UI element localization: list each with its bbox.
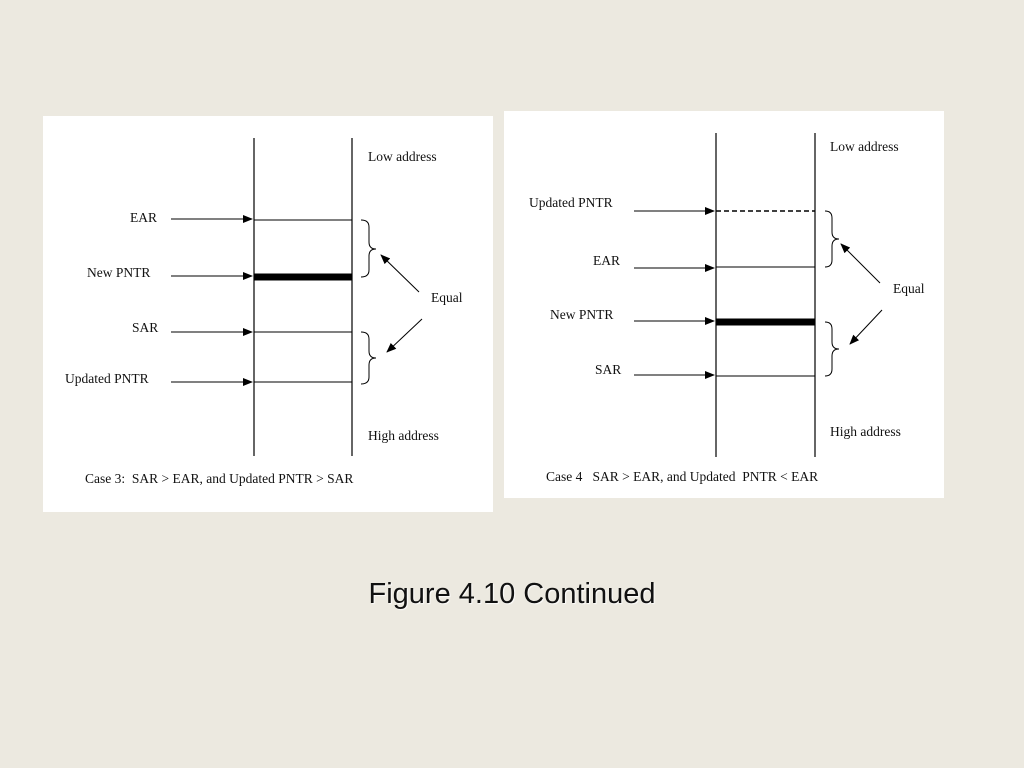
equal-arrow-up [380, 254, 420, 293]
updated-pntr-label: Updated PNTR [65, 371, 149, 386]
equal-label: Equal [431, 290, 463, 305]
new-pntr-label: New PNTR [87, 265, 150, 280]
case4-caption: Case 4 SAR > EAR, and Updated PNTR < EAR [546, 469, 818, 484]
upper-brace [824, 210, 840, 268]
lower-brace [360, 331, 377, 385]
equal-label: Equal [893, 281, 925, 296]
case3-caption: Case 3: SAR > EAR, and Updated PNTR > SA… [85, 471, 353, 486]
ear-label: EAR [130, 210, 157, 225]
figure-caption: Figure 4.10 Continued [368, 578, 656, 610]
sar-label: SAR [132, 320, 158, 335]
low-address-label: Low address [830, 139, 899, 154]
lower-brace [824, 321, 840, 377]
equal-arrow-up [840, 243, 881, 284]
equal-arrow-down [849, 309, 883, 345]
case4-diagram-panel: Low address High address Updated PNTR EA… [504, 111, 944, 498]
case3-diagram: Low address High address EAR New PNTR SA… [65, 138, 463, 486]
high-address-label: High address [830, 424, 901, 439]
high-address-label: High address [368, 428, 439, 443]
equal-arrow-down [386, 318, 423, 353]
updated-pntr-label: Updated PNTR [529, 195, 613, 210]
case4-diagram: Low address High address Updated PNTR EA… [529, 133, 925, 484]
case3-diagram-panel: Low address High address EAR New PNTR SA… [43, 116, 493, 512]
new-pntr-label: New PNTR [550, 307, 613, 322]
ear-label: EAR [593, 253, 620, 268]
low-address-label: Low address [368, 149, 437, 164]
upper-brace [360, 219, 377, 278]
sar-label: SAR [595, 362, 621, 377]
